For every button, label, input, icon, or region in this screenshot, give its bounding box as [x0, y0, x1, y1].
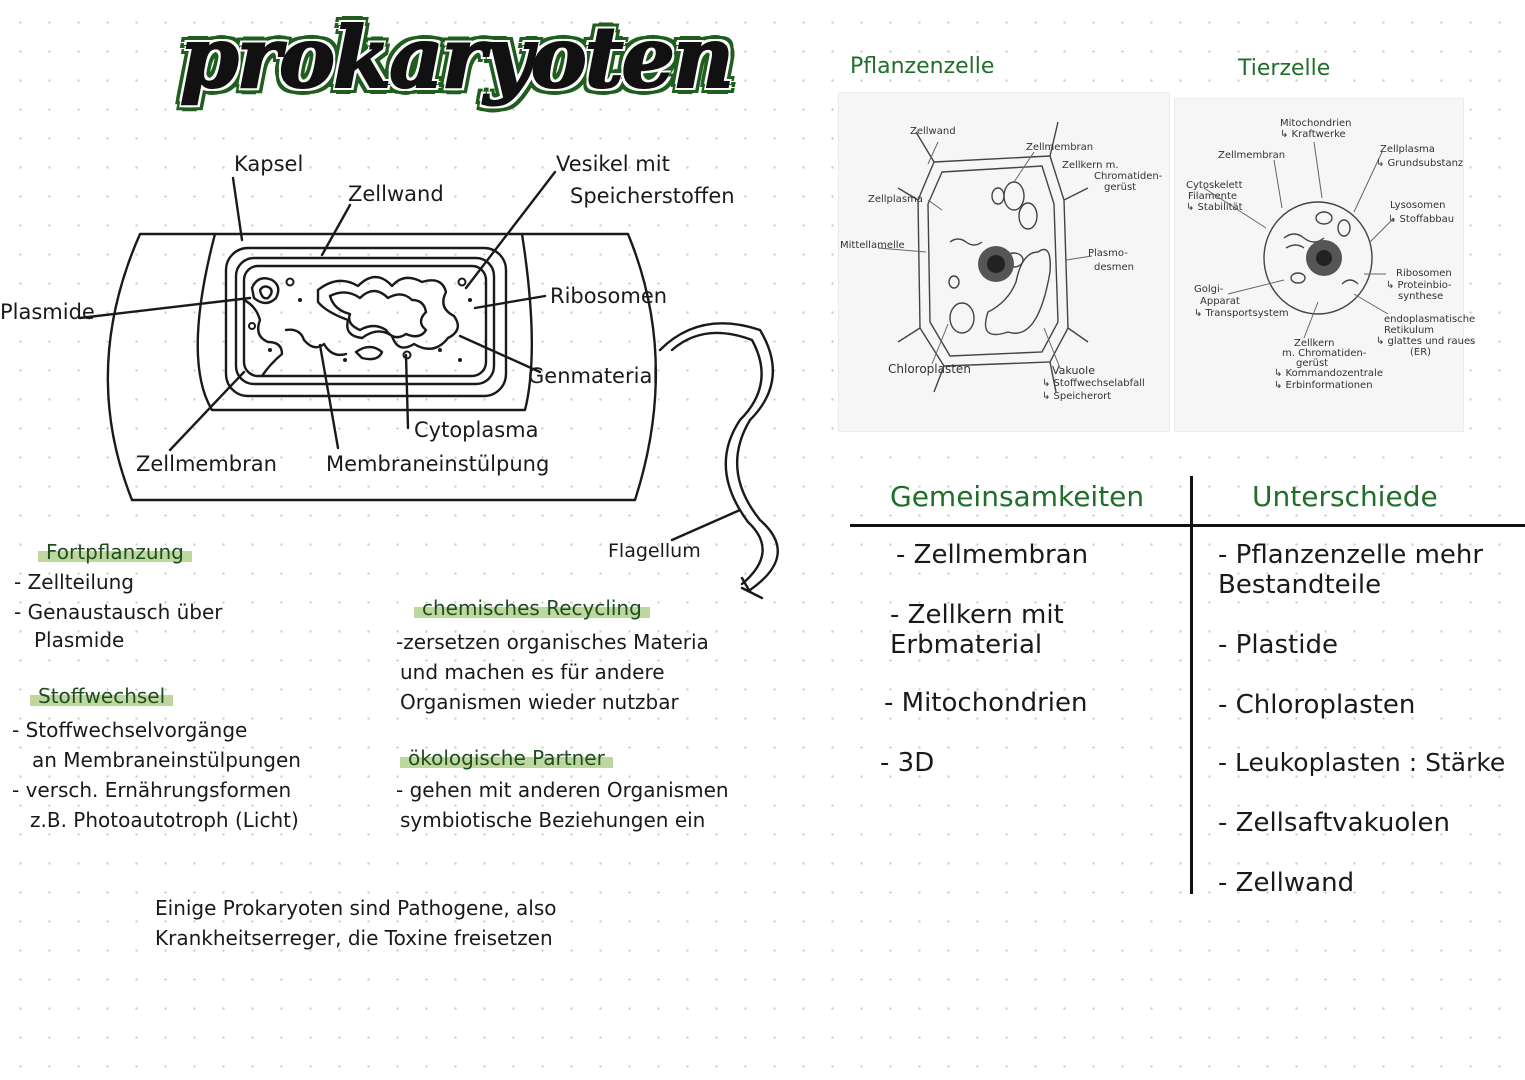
gemeinsam-item-2: - Zellkern mit [890, 600, 1064, 630]
tz-mito-1: Mitochondrien [1280, 118, 1352, 129]
gemeinsam-item-4: - Mitochondrien [884, 688, 1088, 718]
unterschied-item-4: - Chloroplasten [1218, 690, 1416, 720]
tz-kern-2: m. Chromatiden- [1282, 348, 1367, 359]
pz-plasmo-2: desmen [1094, 262, 1134, 273]
header-gemeinsamkeiten: Gemeinsamkeiten [890, 480, 1145, 513]
fortpflanzung-line-1: - Zellteilung [14, 570, 134, 594]
tz-mito-2: ↳ Kraftwerke [1280, 129, 1346, 140]
pz-chloroplasten: Chloroplasten [888, 362, 971, 376]
heading-fortpflanzung: Fortpflanzung [38, 540, 192, 564]
tz-cyto-3: ↳ Stabilität [1186, 202, 1243, 213]
tz-er-1: endoplasmatische [1384, 314, 1476, 325]
label-ribosomen: Ribosomen [550, 284, 668, 308]
tz-golgi-2: Apparat [1200, 296, 1240, 307]
label-vesikel-2: Speicherstoffen [570, 184, 735, 208]
tz-er-3: ↳ glattes und raues [1376, 336, 1476, 347]
pz-zellkern-3: gerüst [1104, 182, 1137, 193]
unterschied-item-6: - Zellsaftvakuolen [1218, 808, 1450, 838]
pz-zellkern-1: Zellkern m. [1062, 160, 1119, 171]
label-zellmembran: Zellmembran [136, 452, 277, 476]
tz-kern-5: ↳ Erbinformationen [1274, 380, 1373, 391]
stoffwechsel-line-4: z.B. Photoautotroph (Licht) [30, 808, 299, 832]
pz-vakuole-1: ↳ Stoffwechselabfall [1042, 378, 1145, 389]
tz-lyso-2: ↳ Stoffabbau [1388, 214, 1455, 225]
page-title: prokaryoten [179, 7, 735, 108]
label-cytoplasma: Cytoplasma [414, 418, 539, 442]
tz-er-4: (ER) [1410, 347, 1432, 358]
gemeinsam-item-1: - Zellmembran [896, 540, 1089, 570]
pz-vakuole-2: ↳ Speicherort [1042, 391, 1112, 402]
pz-zellmembran: Zellmembran [1026, 142, 1094, 153]
pz-zellwand: Zellwand [910, 126, 956, 137]
heading-stoffwechsel: Stoffwechsel [30, 684, 174, 708]
table-divider-horizontal [850, 524, 1525, 527]
partner-line-1: - gehen mit anderen Organismen [396, 778, 729, 802]
unterschied-item-3: - Plastide [1218, 630, 1338, 660]
pathogen-line-1: Einige Prokaryoten sind Pathogene, also [155, 896, 557, 920]
tz-ribo-3: synthese [1398, 291, 1444, 302]
pz-vakuole: Vakuole [1052, 364, 1095, 377]
label-genmaterial: Genmaterial [528, 364, 659, 388]
pz-mittellamelle: Mittellamelle [840, 240, 905, 251]
label-flagellum: Flagellum [608, 540, 701, 562]
recycling-line-3: Organismen wieder nutzbar [400, 690, 679, 714]
tierzelle-title: Tierzelle [1238, 56, 1331, 81]
label-plasmide: Plasmide [0, 300, 95, 324]
label-membraneinstuelpung: Membraneinstülpung [326, 452, 550, 476]
stoffwechsel-line-3: - versch. Ernährungsformen [12, 778, 292, 802]
label-kapsel: Kapsel [234, 152, 304, 176]
tz-zellplasma-1: Zellplasma [1380, 144, 1435, 155]
prokaryote-diagram [78, 170, 779, 600]
table-divider-vertical [1190, 476, 1193, 894]
pz-plasmo-1: Plasmo- [1088, 248, 1128, 259]
pathogen-line-2: Krankheitserreger, die Toxine freisetzen [155, 926, 553, 950]
gemeinsam-item-3: Erbmaterial [890, 630, 1043, 660]
animal-cell-diagram [1203, 141, 1395, 339]
gemeinsam-item-5: - 3D [880, 748, 935, 778]
tz-kern-1: Zellkern [1294, 338, 1335, 349]
heading-recycling: chemisches Recycling [414, 596, 650, 620]
tz-cyto-2: Filamente [1188, 191, 1238, 202]
recycling-line-2: und machen es für andere [400, 660, 665, 684]
fortpflanzung-line-2: - Genaustausch über [14, 600, 223, 624]
fortpflanzung-line-3: Plasmide [34, 628, 125, 652]
stoffwechsel-line-2: an Membraneinstülpungen [32, 748, 301, 772]
pz-zellplasma: Zellplasma [868, 194, 923, 205]
tz-zellplasma-2: ↳ Grundsubstanz [1376, 158, 1464, 169]
unterschied-item-2: Bestandteile [1218, 570, 1382, 600]
tz-golgi-1: Golgi- [1194, 284, 1224, 295]
tz-cyto-1: Cytoskelett [1186, 180, 1243, 191]
plant-cell-diagram [877, 121, 1093, 393]
label-zellwand: Zellwand [348, 182, 444, 206]
tz-zellmembran: Zellmembran [1218, 150, 1286, 161]
stoffwechsel-line-1: - Stoffwechselvorgänge [12, 718, 248, 742]
tz-golgi-3: ↳ Transportsystem [1194, 308, 1289, 319]
pz-zellkern-2: Chromatiden- [1094, 171, 1163, 182]
tz-kern-4: ↳ Kommandozentrale [1274, 368, 1383, 379]
unterschied-item-5: - Leukoplasten : Stärke [1218, 748, 1506, 777]
tz-lyso-1: Lysosomen [1390, 200, 1446, 211]
label-vesikel-1: Vesikel mit [556, 152, 670, 176]
recycling-line-1: -zersetzen organisches Materia [396, 630, 709, 654]
pflanzenzelle-title: Pflanzenzelle [850, 54, 995, 79]
tz-kern-3: gerüst [1296, 358, 1329, 369]
unterschied-item-7: - Zellwand [1218, 868, 1355, 898]
tz-ribo-2: ↳ Proteinbio- [1386, 280, 1452, 291]
tz-ribo-1: Ribosomen [1396, 268, 1452, 279]
header-unterschiede: Unterschiede [1252, 480, 1438, 513]
partner-line-2: symbiotische Beziehungen ein [400, 808, 706, 832]
unterschied-item-1: - Pflanzenzelle mehr [1218, 540, 1484, 570]
heading-partner: ökologische Partner [400, 746, 613, 770]
tz-er-2: Retikulum [1384, 325, 1435, 336]
